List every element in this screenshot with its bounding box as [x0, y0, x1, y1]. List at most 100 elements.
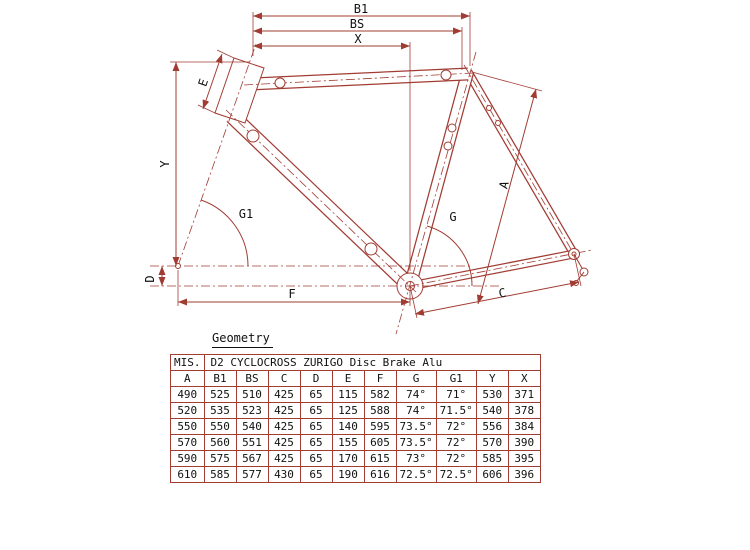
table-cell: 73.5°	[395, 418, 437, 435]
table-cell: 490	[170, 386, 205, 403]
table-cell: 190	[331, 466, 365, 483]
table-title-row: MIS. D2 CYCLOCROSS ZURIGO Disc Brake Alu	[170, 354, 541, 371]
table-cell: 72°	[435, 450, 477, 467]
table-cell: 72.5°	[395, 466, 437, 483]
mis-corner-label: MIS.	[170, 354, 205, 371]
dim-label-f: F	[288, 287, 295, 301]
table-cell: 384	[507, 418, 541, 435]
dim-label-d: D	[143, 275, 157, 282]
table-cell: 65	[299, 402, 333, 419]
table-cell: 606	[475, 466, 509, 483]
table-cell: 72°	[435, 434, 477, 451]
column-header: G1	[435, 370, 477, 387]
table-cell: 540	[475, 402, 509, 419]
table-cell: 395	[507, 450, 541, 467]
dim-label-b1: B1	[354, 2, 368, 16]
dim-label-e: E	[195, 77, 211, 88]
head-tube	[214, 57, 265, 124]
table-title: D2 CYCLOCROSS ZURIGO Disc Brake Alu	[203, 354, 541, 371]
table-cell: 525	[203, 386, 237, 403]
table-cell: 425	[267, 434, 301, 451]
table-cell: 510	[235, 386, 269, 403]
table-cell: 575	[203, 450, 237, 467]
table-cell: 74°	[395, 386, 437, 403]
table-cell: 73°	[395, 450, 437, 467]
geometry-table: MIS. D2 CYCLOCROSS ZURIGO Disc Brake Alu…	[170, 354, 541, 483]
table-cell: 570	[170, 434, 205, 451]
table-cell: 595	[363, 418, 397, 435]
column-header: E	[331, 370, 365, 387]
table-cell: 140	[331, 418, 365, 435]
dim-label-bs: BS	[350, 17, 364, 31]
frame-tubes	[226, 67, 578, 292]
column-header: B1	[203, 370, 237, 387]
geometry-heading: Geometry	[212, 331, 273, 348]
column-header: F	[363, 370, 397, 387]
table-cell: 550	[203, 418, 237, 435]
table-cell: 551	[235, 434, 269, 451]
dim-label-g1: G1	[239, 207, 253, 221]
table-cell: 530	[475, 386, 509, 403]
table-cell: 115	[331, 386, 365, 403]
table-cell: 616	[363, 466, 397, 483]
table-cell: 74°	[395, 402, 437, 419]
centerlines	[150, 43, 593, 335]
table-cell: 65	[299, 418, 333, 435]
table-cell: 170	[331, 450, 365, 467]
dim-label-x: X	[354, 32, 362, 46]
table-cell: 520	[170, 402, 205, 419]
column-header: A	[170, 370, 205, 387]
table-cell: 378	[507, 402, 541, 419]
table-cell: 560	[203, 434, 237, 451]
table-cell: 71.5°	[435, 402, 477, 419]
table-cell: 588	[363, 402, 397, 419]
table-cell: 585	[475, 450, 509, 467]
table-cell: 567	[235, 450, 269, 467]
table-cell: 425	[267, 386, 301, 403]
rear-derailleur	[568, 248, 589, 286]
dim-label-g: G	[449, 210, 456, 224]
column-header: Y	[475, 370, 509, 387]
table-cell: 556	[475, 418, 509, 435]
table-cell: 125	[331, 402, 365, 419]
column-header: D	[299, 370, 333, 387]
table-cell: 585	[203, 466, 237, 483]
table-cell: 610	[170, 466, 205, 483]
table-cell: 615	[363, 450, 397, 467]
frame-diagram: B1 BS X E Y G1 D F G C A	[143, 2, 593, 335]
table-cell: 582	[363, 386, 397, 403]
table-cell: 396	[507, 466, 541, 483]
dimension-labels: B1 BS X E Y G1 D F G C A	[143, 2, 512, 301]
dimension-lines	[158, 12, 582, 319]
dim-label-a: A	[496, 179, 512, 190]
dim-label-y: Y	[158, 160, 172, 168]
column-header: G	[395, 370, 437, 387]
column-header: C	[267, 370, 301, 387]
table-cell: 523	[235, 402, 269, 419]
table-cell: 65	[299, 386, 333, 403]
table-cell: 71°	[435, 386, 477, 403]
table-cell: 65	[299, 466, 333, 483]
table-cell: 425	[267, 402, 301, 419]
table-cell: 65	[299, 450, 333, 467]
table-cell: 540	[235, 418, 269, 435]
table-cell: 72°	[435, 418, 477, 435]
table-cell: 590	[170, 450, 205, 467]
table-cell: 65	[299, 434, 333, 451]
table-cell: 605	[363, 434, 397, 451]
table-cell: 425	[267, 418, 301, 435]
table-cell: 550	[170, 418, 205, 435]
table-cell: 155	[331, 434, 365, 451]
table-cell: 73.5°	[395, 434, 437, 451]
table-cell: 390	[507, 434, 541, 451]
table-cell: 577	[235, 466, 269, 483]
column-header: X	[507, 370, 541, 387]
table-cell: 425	[267, 450, 301, 467]
